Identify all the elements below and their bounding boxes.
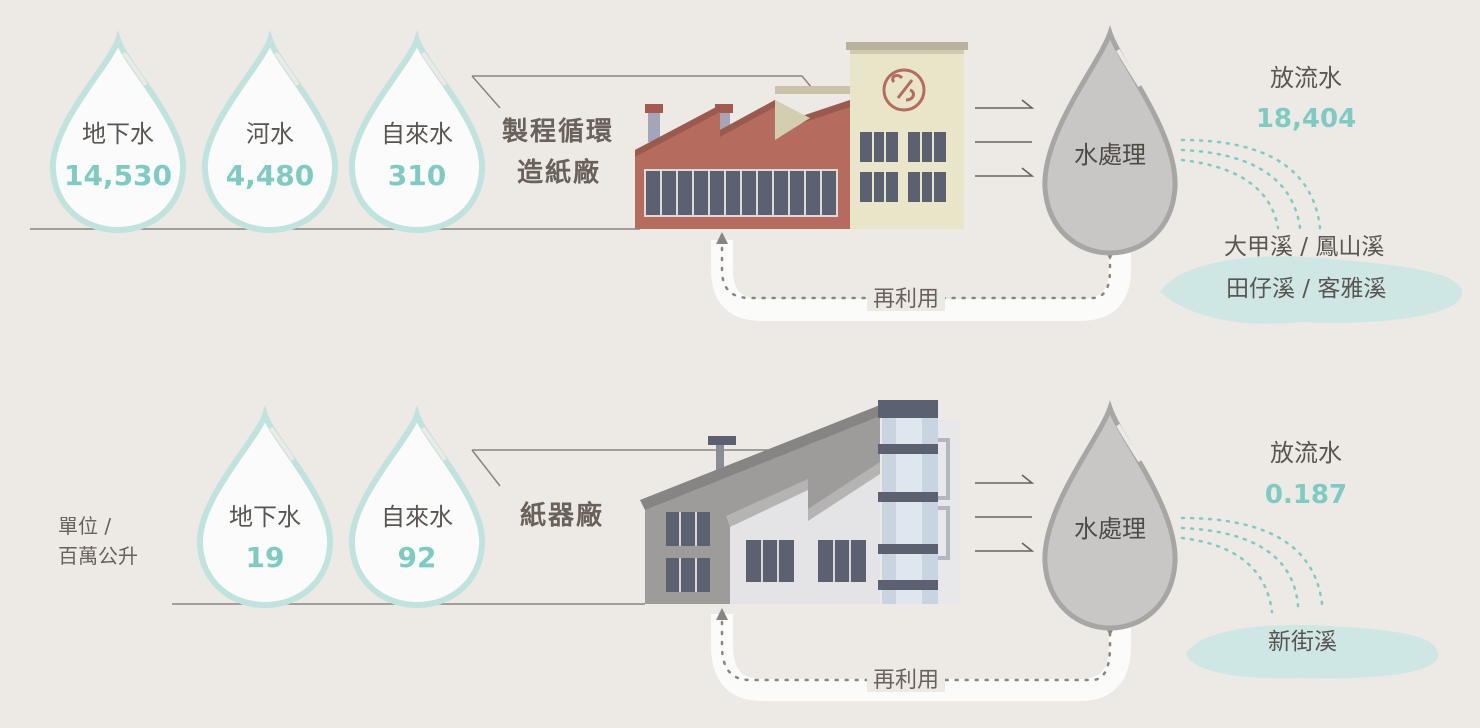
unit-label: 單位 /	[58, 514, 112, 538]
reuse-label: 再利用	[867, 289, 946, 311]
water-drop-icon	[53, 40, 183, 230]
source-label: 河水	[246, 120, 294, 148]
company-logo-icon	[882, 68, 926, 112]
discharge-value: 18,404	[1255, 104, 1357, 134]
unit-label: 百萬公升	[58, 544, 138, 568]
pipe-line	[472, 75, 813, 89]
factory-name: 製程循環	[502, 117, 615, 147]
up-arrow-icon	[716, 608, 728, 620]
treatment-label: 水處理	[1074, 515, 1146, 543]
source-value: 92	[397, 541, 437, 574]
treatment-label: 水處理	[1074, 141, 1146, 169]
source-label: 自來水	[381, 503, 453, 531]
flow-arrows	[975, 99, 1035, 177]
source-label: 地下水	[82, 120, 154, 148]
water-drop-icon	[352, 40, 482, 230]
source-value: 14,530	[63, 159, 173, 192]
flow-arrows	[975, 474, 1035, 552]
up-arrow-icon	[716, 232, 728, 244]
source-value: 4,480	[225, 159, 315, 192]
discharge-stream	[1180, 516, 1324, 614]
water-drop-icon	[352, 415, 482, 605]
carton-factory-icon	[640, 400, 960, 604]
river-names: 大甲溪 / 鳳山溪	[1224, 234, 1385, 260]
discharge-label: 放流水	[1270, 439, 1342, 467]
river-names: 田仔溪 / 客雅溪	[1226, 276, 1387, 302]
pipe-line	[471, 75, 501, 109]
factory-name: 造紙廠	[517, 158, 602, 188]
factory-name: 紙器廠	[520, 501, 605, 531]
source-value: 310	[387, 159, 447, 192]
discharge-stream	[1180, 138, 1322, 230]
source-label: 地下水	[229, 503, 301, 531]
river-pool	[1160, 256, 1463, 324]
water-treatment-drop-icon	[1045, 408, 1175, 628]
pipe-line	[471, 449, 501, 487]
river-pool	[1186, 624, 1439, 679]
paper-mill-factory-icon	[635, 42, 968, 229]
source-value: 19	[245, 541, 285, 574]
source-label: 自來水	[381, 120, 453, 148]
discharge-value: 0.187	[1264, 480, 1348, 510]
reuse-dotted-path	[720, 238, 1112, 300]
discharge-label: 放流水	[1270, 64, 1342, 92]
river-names: 新街溪	[1268, 629, 1337, 655]
water-treatment-drop-icon	[1045, 33, 1175, 253]
water-drop-icon	[200, 415, 330, 605]
water-drop-icon	[205, 40, 335, 230]
reuse-label: 再利用	[867, 670, 946, 692]
